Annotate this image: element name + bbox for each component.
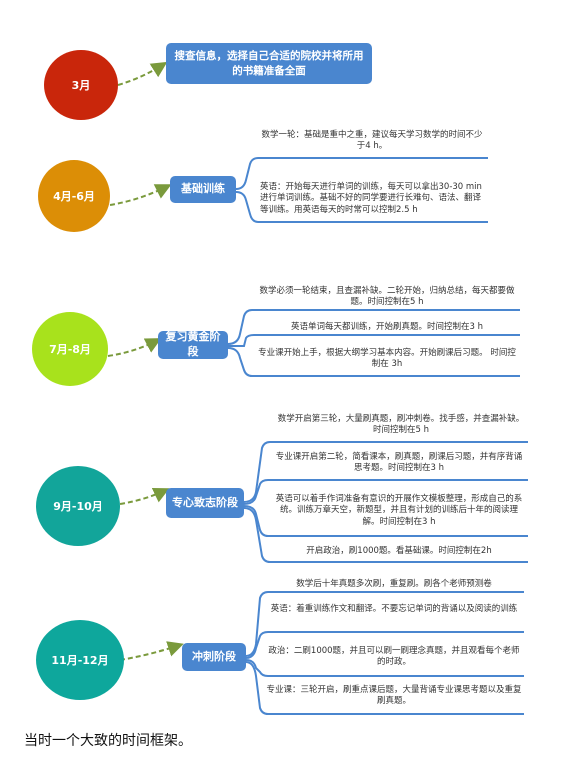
stage-2-note-2: 英语：开始每天进行单词的训练，每天可以拿出30-30 min进行单词训练。基础不…	[260, 182, 482, 215]
stage-5-note-2: 英语：着重训练作文和翻译。不要忘记单词的背诵以及阅读的训练	[270, 604, 518, 614]
stage-4-month: 9月-10月	[53, 500, 103, 513]
stage-1-title: 搜查信息，选择自己合适的院校并将所用的书籍准备全面	[174, 50, 364, 77]
arrow-4	[119, 487, 170, 505]
stage-2-month: 4月-6月	[53, 190, 95, 203]
caption: 当时一个大致的时间框架。	[24, 733, 192, 749]
stage-3-month: 7月-8月	[49, 343, 91, 356]
arrow-5	[119, 641, 184, 661]
stage-5-month: 11月-12月	[51, 654, 109, 667]
stage-1-box: 搜查信息，选择自己合适的院校并将所用的书籍准备全面	[166, 43, 372, 84]
stage-2-title: 基础训练	[181, 182, 225, 196]
stage-4-circle: 9月-10月	[36, 466, 120, 546]
stage-5-note-3: 政治：二刷1000题，并且可以刷一刷理念真题，并且观看每个老师的时政。	[268, 646, 520, 668]
stage-3-note-3: 专业课开始上手，根据大纲学习基本内容。开始刷课后习题。 时间控制在 3h	[258, 348, 516, 370]
stage-4-note-4: 开启政治，刷1000题。看基础课。时间控制在2h	[306, 546, 492, 556]
stage-5-title: 冲刺阶段	[192, 649, 236, 663]
stage-5-note-4: 专业课：三轮开启，刷重点课后题，大量背诵专业课思考题以及重复刷真题。	[266, 685, 522, 707]
stage-2-note-1: 数学一轮：基础是重中之重，建议每天学习数学的时间不少于4 h。	[261, 130, 483, 152]
stage-5-note-1: 数学后十年真题多次刷，重复刷。刷各个老师预测卷	[296, 579, 492, 589]
stage-3-circle: 7月-8月	[32, 312, 108, 386]
stage-3-note-2: 英语单词每天都训练，开始刷真题。时间控制在3 h	[291, 322, 483, 332]
stage-5-box: 冲刺阶段	[182, 643, 246, 671]
stage-2-box: 基础训练	[170, 176, 236, 203]
stage-4-box: 专心致志阶段	[166, 488, 244, 518]
stage-3-note-1: 数学必须一轮结束，且查漏补缺。二轮开始，归纳总结，每天都要做题。时间控制在5 h	[259, 286, 515, 308]
stage-5-circle: 11月-12月	[36, 620, 124, 700]
stage-4-title: 专心致志阶段	[172, 495, 238, 509]
stage-4-note-2: 专业课开启第二轮，简看课本，刷真题，刷课后习题，并有序背诵思考题。时间控制在3 …	[275, 452, 523, 474]
arrow-3	[107, 338, 162, 357]
stage-3-box: 复习黄金阶段	[158, 330, 228, 359]
stage-1-month: 3月	[71, 79, 91, 92]
stage-3-title: 复习黄金阶段	[165, 330, 221, 358]
stage-4-note-3: 英语可以着手作词准备有意识的开展作文模板整理，形成自己的系统。训练万章天空，新题…	[275, 494, 523, 527]
stage-2-circle: 4月-6月	[38, 160, 110, 232]
stage-4-note-1: 数学开启第三轮，大量刷真题，刷冲刺卷。找手感，并查漏补缺。时间控制在5 h	[277, 414, 525, 436]
arrow-1	[117, 61, 168, 86]
arrow-2	[109, 184, 172, 206]
stage-1-circle: 3月	[44, 50, 118, 120]
